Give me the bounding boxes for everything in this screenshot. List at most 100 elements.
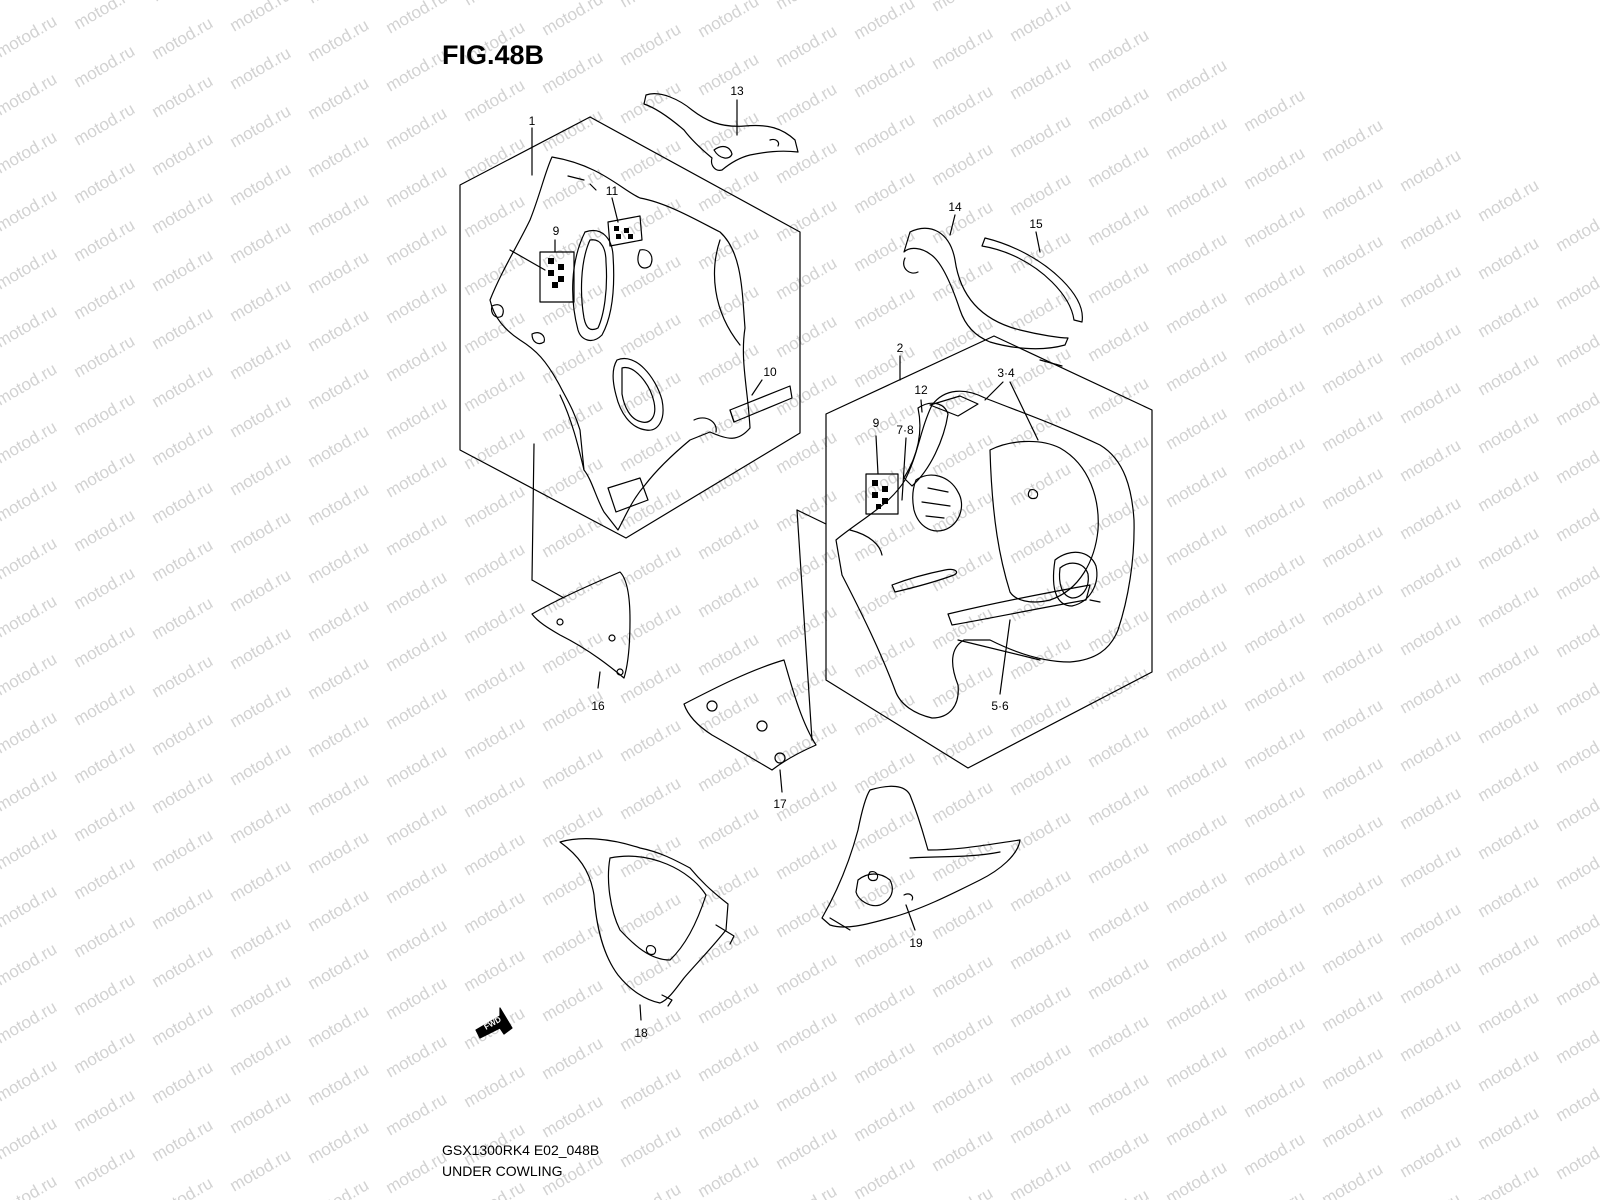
callout-18: 18 bbox=[634, 1026, 648, 1040]
watermark-text: motod.ru bbox=[1241, 259, 1309, 309]
watermark-text: motod.ru bbox=[1475, 407, 1543, 457]
watermark-text: motod.ru bbox=[1553, 1133, 1600, 1183]
watermark-text: motod.ru bbox=[695, 339, 763, 389]
watermark-text: motod.ru bbox=[773, 891, 841, 941]
watermark-text: motod.ru bbox=[1085, 1127, 1153, 1177]
leader-line bbox=[531, 579, 565, 599]
watermark-text: motod.ru bbox=[1163, 809, 1231, 859]
watermark-text: motod.ru bbox=[1007, 285, 1075, 335]
watermark-text: motod.ru bbox=[0, 301, 60, 351]
callout-2: 2 bbox=[896, 341, 904, 355]
watermark-text: motod.ru bbox=[0, 0, 60, 3]
watermark-text: motod.ru bbox=[695, 397, 763, 447]
watermark-text: motod.ru bbox=[1085, 199, 1153, 249]
watermark-text: motod.ru bbox=[1163, 925, 1231, 975]
watermark-text: motod.ru bbox=[1007, 575, 1075, 625]
watermark-text: motod.ru bbox=[1475, 697, 1543, 747]
watermark-text: motod.ru bbox=[1085, 257, 1153, 307]
watermark-text: motod.ru bbox=[71, 389, 139, 439]
watermark-text: motod.ru bbox=[227, 1087, 295, 1137]
watermark-text: motod.ru bbox=[1319, 463, 1387, 513]
watermark-text: motod.ru bbox=[1475, 291, 1543, 341]
watermark-text: motod.ru bbox=[1163, 751, 1231, 801]
watermark-text: motod.ru bbox=[1085, 895, 1153, 945]
watermark-text: motod.ru bbox=[617, 19, 685, 69]
watermark-text: motod.ru bbox=[851, 1095, 919, 1145]
watermark-text: motod.ru bbox=[305, 827, 373, 877]
watermark-text: motod.ru bbox=[1319, 347, 1387, 397]
watermark-text: motod.ru bbox=[1007, 865, 1075, 915]
watermark-text: motod.ru bbox=[851, 51, 919, 101]
watermark-text: motod.ru bbox=[305, 15, 373, 65]
watermark-text: motod.ru bbox=[1163, 461, 1231, 511]
watermark-text: motod.ru bbox=[851, 515, 919, 565]
watermark-text: motod.ru bbox=[539, 1091, 607, 1141]
watermark-text: motod.ru bbox=[149, 187, 217, 237]
watermark-text: motod.ru bbox=[71, 737, 139, 787]
leader-line bbox=[639, 1004, 642, 1021]
watermark-text: motod.ru bbox=[461, 75, 529, 125]
watermark-text: motod.ru bbox=[617, 251, 685, 301]
watermark-text: motod.ru bbox=[71, 795, 139, 845]
watermark-text: motod.ru bbox=[71, 853, 139, 903]
watermark-text: motod.ru bbox=[773, 137, 841, 187]
watermark-text: motod.ru bbox=[539, 859, 607, 909]
watermark-text: motod.ru bbox=[383, 161, 451, 211]
watermark-text: motod.ru bbox=[461, 249, 529, 299]
watermark-text: motod.ru bbox=[1397, 667, 1465, 717]
part-18-lower-cowling bbox=[559, 838, 735, 1007]
watermark-text: motod.ru bbox=[149, 419, 217, 469]
watermark-text: motod.ru bbox=[461, 365, 529, 415]
watermark-text: motod.ru bbox=[1397, 1131, 1465, 1181]
watermark-text: motod.ru bbox=[461, 1177, 529, 1200]
watermark-text: motod.ru bbox=[1475, 929, 1543, 979]
watermark-text: motod.ru bbox=[1475, 1161, 1543, 1200]
watermark-text: motod.ru bbox=[1241, 665, 1309, 715]
watermark-text: motod.ru bbox=[305, 131, 373, 181]
watermark-text: motod.ru bbox=[1397, 493, 1465, 543]
watermark-text: motod.ru bbox=[1085, 431, 1153, 481]
watermark-text: motod.ru bbox=[149, 303, 217, 353]
watermark-text: motod.ru bbox=[851, 573, 919, 623]
callout-13: 13 bbox=[730, 84, 744, 98]
watermark-text: motod.ru bbox=[773, 543, 841, 593]
watermark-text: motod.ru bbox=[383, 799, 451, 849]
watermark-text: motod.ru bbox=[1241, 85, 1309, 135]
watermark-text: motod.ru bbox=[227, 565, 295, 615]
watermark-text: motod.ru bbox=[305, 363, 373, 413]
watermark-text: motod.ru bbox=[851, 0, 919, 43]
watermark-text: motod.ru bbox=[617, 0, 685, 11]
watermark-text: motod.ru bbox=[1319, 695, 1387, 745]
watermark-text: motod.ru bbox=[539, 627, 607, 677]
watermark-text: motod.ru bbox=[1319, 753, 1387, 803]
watermark-text: motod.ru bbox=[1319, 927, 1387, 977]
watermark-text: motod.ru bbox=[695, 1093, 763, 1143]
watermark-text: motod.ru bbox=[227, 101, 295, 151]
watermark-text: motod.ru bbox=[1553, 959, 1600, 1009]
watermark-text: motod.ru bbox=[539, 337, 607, 387]
watermark-text: motod.ru bbox=[149, 245, 217, 295]
watermark-text: motod.ru bbox=[0, 765, 60, 815]
watermark-text: motod.ru bbox=[149, 651, 217, 701]
watermark-text: motod.ru bbox=[1163, 635, 1231, 685]
watermark-text: motod.ru bbox=[227, 507, 295, 557]
watermark-text: motod.ru bbox=[1319, 985, 1387, 1035]
watermark-text: motod.ru bbox=[305, 885, 373, 935]
watermark-text: motod.ru bbox=[383, 1147, 451, 1197]
watermark-text: motod.ru bbox=[1475, 465, 1543, 515]
watermark-text: motod.ru bbox=[1319, 231, 1387, 281]
watermark-text: motod.ru bbox=[1553, 1075, 1600, 1125]
watermark-text: motod.ru bbox=[929, 951, 997, 1001]
part-16-panel bbox=[531, 571, 631, 679]
watermark-text: motod.ru bbox=[1085, 1069, 1153, 1119]
watermark-text: motod.ru bbox=[1475, 755, 1543, 805]
watermark-text: motod.ru bbox=[461, 0, 529, 9]
watermark-text: motod.ru bbox=[1163, 519, 1231, 569]
leader-line bbox=[984, 381, 1004, 401]
watermark-text: motod.ru bbox=[1241, 607, 1309, 657]
watermark-text: motod.ru bbox=[929, 893, 997, 943]
watermark-text: motod.ru bbox=[539, 395, 607, 445]
watermark-text: motod.ru bbox=[1553, 263, 1600, 313]
watermark-text: motod.ru bbox=[1475, 1045, 1543, 1095]
watermark-text: motod.ru bbox=[1397, 725, 1465, 775]
